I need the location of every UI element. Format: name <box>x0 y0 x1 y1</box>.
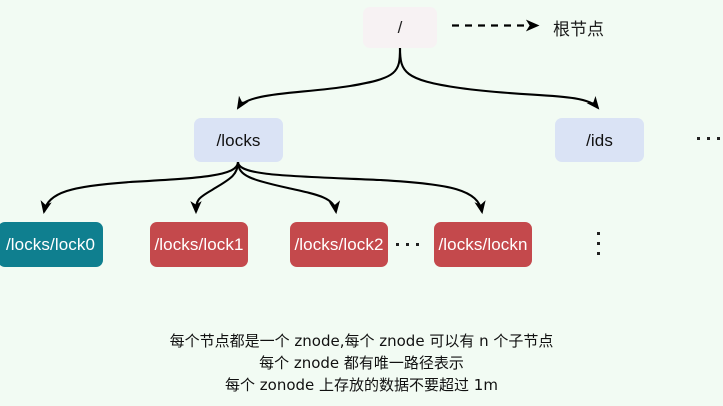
caption-line-2: 每个 znode 都有唯一路径表示 <box>259 354 464 372</box>
node-lock2[interactable]: /locks/lock2 <box>290 222 388 267</box>
node-locks[interactable]: /locks <box>194 118 283 162</box>
node-lock2-label: /locks/lock2 <box>294 235 384 254</box>
ellipsis-dot <box>406 243 409 246</box>
edge-locks-to-lock2 <box>236 161 341 215</box>
root-callout-label: 根节点 <box>553 20 604 40</box>
ellipsis-dot <box>707 137 710 140</box>
caption-line-1: 每个节点都是一个 znode,每个 znode 可以有 n 个子节点 <box>169 332 554 350</box>
ellipsis-dot <box>697 137 700 140</box>
edge-locks-to-lock1 <box>190 161 240 215</box>
node-ids[interactable]: /ids <box>555 118 644 162</box>
ellipsis-locks-row <box>396 243 419 246</box>
node-locks-label: /locks <box>216 130 261 150</box>
node-lock0-label: /locks/lock0 <box>5 235 96 254</box>
ellipsis-top-right <box>697 137 720 140</box>
edge-root-to-locks <box>236 47 402 110</box>
edge-root-to-ids <box>398 47 600 110</box>
caption-block: 每个节点都是一个 znode,每个 znode 可以有 n 个子节点 每个 zn… <box>0 330 723 396</box>
edge-locks-to-lock0 <box>40 161 240 215</box>
ellipsis-dot <box>396 243 399 246</box>
node-lockn-label: /locks/lockn <box>438 235 528 254</box>
node-root-label: / <box>397 18 403 37</box>
node-lock1[interactable]: /locks/lock1 <box>150 222 248 267</box>
ellipsis-dot <box>416 243 419 246</box>
ellipsis-dot <box>597 252 600 255</box>
node-lockn[interactable]: /locks/lockn <box>434 222 532 267</box>
node-root[interactable]: / <box>363 7 437 48</box>
node-lock0[interactable]: /locks/lock0 <box>0 222 103 267</box>
ellipsis-dot <box>597 232 600 235</box>
node-ids-label: /ids <box>586 130 613 150</box>
caption-line-3: 每个 zonode 上存放的数据不要超过 1m <box>225 376 498 394</box>
ellipsis-locks-column <box>597 232 600 255</box>
edge-locks-to-lockn <box>236 161 486 215</box>
ellipsis-dot <box>717 137 720 140</box>
node-lock1-label: /locks/lock1 <box>154 235 244 254</box>
ellipsis-dot <box>597 242 600 245</box>
